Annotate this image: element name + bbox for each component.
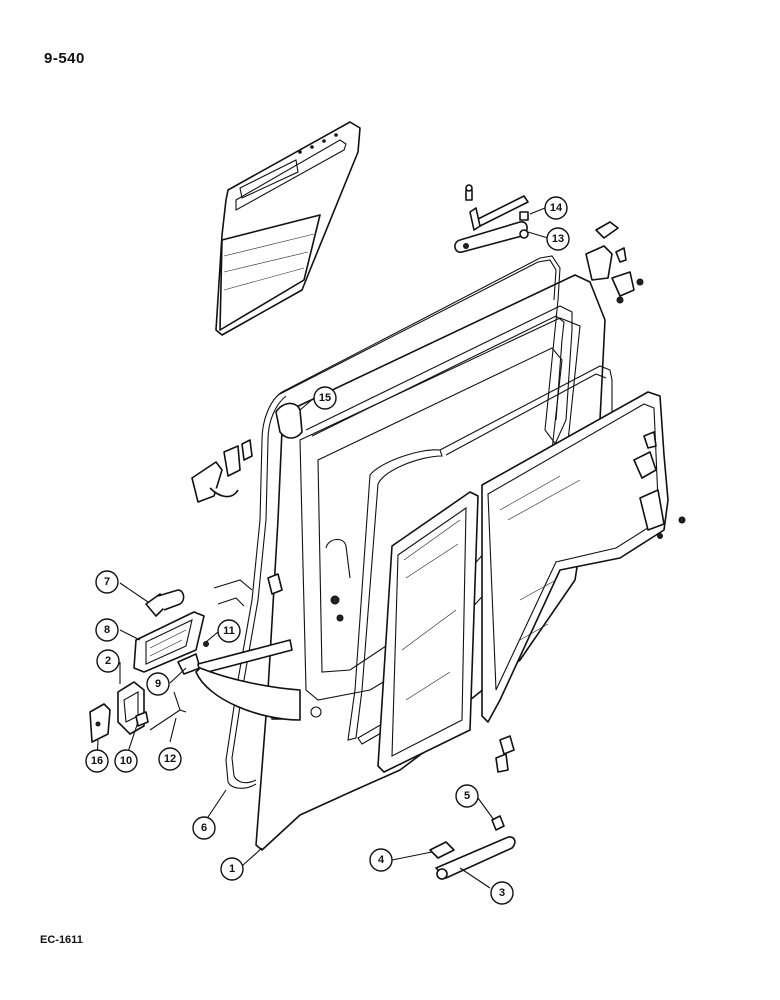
callout-12: 12 xyxy=(158,747,182,771)
hinge xyxy=(585,221,686,539)
callout-7: 7 xyxy=(95,570,119,594)
svg-text:11: 11 xyxy=(223,625,235,637)
lock-knob xyxy=(145,589,185,617)
callout-9: 9 xyxy=(146,672,170,696)
svg-text:1: 1 xyxy=(229,863,235,875)
svg-text:7: 7 xyxy=(104,576,110,588)
door-seal xyxy=(225,255,571,789)
gas-strut xyxy=(454,184,529,253)
interior-handle xyxy=(177,639,301,721)
svg-text:16: 16 xyxy=(91,755,103,767)
svg-text:12: 12 xyxy=(164,753,176,765)
svg-text:5: 5 xyxy=(464,790,470,802)
interior-handle-escutcheon xyxy=(133,611,205,673)
callout-4: 4 xyxy=(369,848,393,872)
latch xyxy=(89,681,145,743)
callout-13: 13 xyxy=(546,227,570,251)
interior-pull-handle xyxy=(429,735,516,880)
callout-2: 2 xyxy=(96,649,120,673)
callout-11: 11 xyxy=(217,619,241,643)
door-trim-pocket xyxy=(215,121,361,336)
callout-14: 14 xyxy=(544,196,568,220)
callout-15: 15 xyxy=(313,386,337,410)
page-number: 9-540 xyxy=(44,50,85,67)
svg-text:8: 8 xyxy=(104,624,110,636)
callout-10: 10 xyxy=(114,749,138,773)
svg-text:14: 14 xyxy=(550,202,563,214)
figure-code: EC-1611 xyxy=(40,934,83,946)
window-glass xyxy=(377,491,479,773)
callout-8: 8 xyxy=(95,618,119,642)
svg-text:13: 13 xyxy=(552,233,564,245)
svg-text:4: 4 xyxy=(378,854,385,866)
svg-text:3: 3 xyxy=(499,887,505,899)
exterior-handle xyxy=(191,439,283,607)
svg-text:6: 6 xyxy=(201,822,207,834)
callout-6: 6 xyxy=(192,816,216,840)
callout-5: 5 xyxy=(455,784,479,808)
svg-text:15: 15 xyxy=(319,392,331,404)
callout-1: 1 xyxy=(220,857,244,881)
svg-text:2: 2 xyxy=(105,655,111,667)
callout-16: 16 xyxy=(85,749,109,773)
callout-3: 3 xyxy=(490,881,514,905)
svg-text:9: 9 xyxy=(155,678,161,690)
svg-text:10: 10 xyxy=(120,755,132,767)
